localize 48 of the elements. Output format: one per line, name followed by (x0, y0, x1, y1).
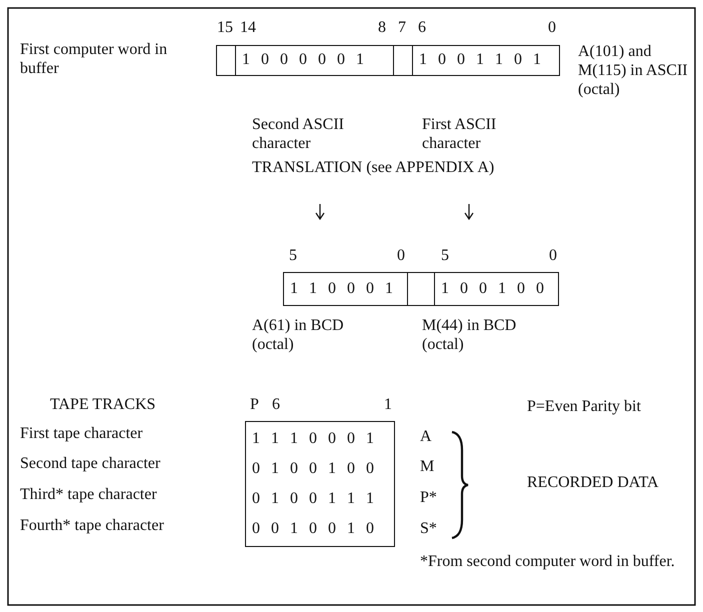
track-number: 6 (272, 395, 280, 414)
row-label: Second tape character (20, 454, 160, 473)
row-label: First tape character (20, 424, 143, 443)
empty-bit-cell (216, 45, 236, 76)
empty-bit-cell (393, 45, 413, 76)
description-text: A(61) in BCD (octal) (252, 316, 345, 354)
empty-bit-cell (407, 272, 435, 306)
description-text: A(101) and M(115) in ASCII (octal) (578, 42, 689, 99)
bit-values: 1 0 0 0 0 0 1 (241, 50, 365, 70)
bit-number: 7 (398, 18, 406, 37)
bit-number: 0 (549, 246, 557, 265)
bit-field (434, 272, 559, 306)
field-label: First ASCII character (422, 115, 498, 153)
field-label: Second ASCII character (252, 115, 345, 153)
track-number: P (250, 395, 259, 414)
character-label: P* (420, 488, 437, 507)
column-heading: TAPE TRACKS (50, 395, 156, 414)
bit-values: 1 0 0 1 1 0 1 (418, 50, 542, 70)
note-text: P=Even Parity bit (527, 397, 641, 416)
bit-number: 6 (418, 18, 426, 37)
bit-values: 1 1 0 0 0 1 (289, 279, 394, 299)
bit-number: 0 (548, 18, 556, 37)
character-label: S* (420, 519, 437, 538)
bit-field (283, 272, 408, 306)
bit-number: 5 (441, 246, 449, 265)
bit-values: 1 1 1 0 0 0 1 (251, 429, 375, 449)
track-number: 1 (384, 395, 392, 414)
bit-number: 5 (289, 246, 297, 265)
row-label: Third* tape character (20, 485, 157, 504)
description-text: M(44) in BCD (octal) (422, 316, 518, 354)
character-label: M (420, 457, 434, 476)
bit-table (245, 421, 395, 547)
bit-number: 15 (217, 18, 233, 37)
row-label: Fourth* tape character (20, 516, 164, 535)
group-label: RECORDED DATA (527, 473, 659, 492)
bit-values: 0 1 0 0 1 1 1 (251, 489, 375, 509)
bit-values: 0 0 1 0 0 1 0 (251, 519, 375, 539)
bit-values: 1 0 0 1 0 0 (440, 279, 545, 299)
bit-field (412, 45, 560, 76)
row-label: First computer word in buffer (20, 40, 168, 78)
bit-field (235, 45, 394, 76)
footnote-text: *From second computer word in buffer. (420, 552, 676, 571)
bit-number: 0 (397, 246, 405, 265)
bit-number: 8 (378, 18, 386, 37)
bit-number: 14 (240, 18, 256, 37)
character-label: A (420, 427, 432, 446)
bit-values: 0 1 0 0 1 0 0 (251, 459, 375, 479)
heading-text: TRANSLATION (see APPENDIX A) (252, 158, 494, 177)
